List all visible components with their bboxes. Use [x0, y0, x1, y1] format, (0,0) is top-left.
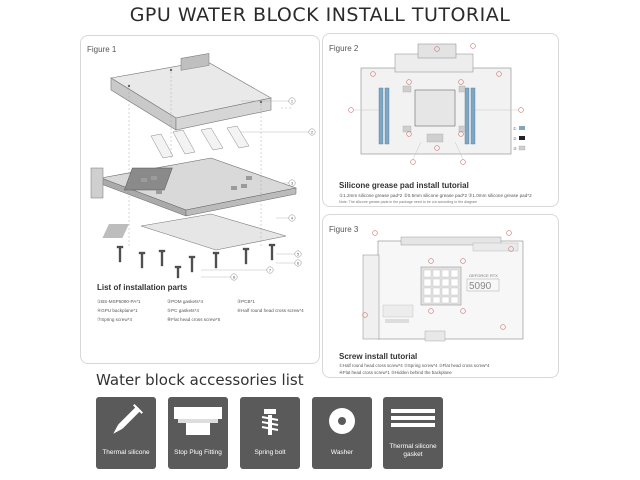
blue-pads-right	[464, 87, 476, 145]
blue-pads-left	[378, 87, 390, 145]
callout-text-4: 4	[291, 216, 294, 221]
screw-legend-line-1: ①Half round head cross screw*4 ②Spring s…	[339, 363, 490, 368]
callout-8	[230, 273, 238, 281]
figure-2-label: Figure 2	[329, 44, 359, 53]
accessory-card-thermal-gasket: Thermal silicone gasket	[383, 397, 443, 469]
accessory-card-washer: Washer	[312, 397, 372, 469]
swatch-label-2: ②	[513, 136, 517, 141]
accessory-label: Spring bolt	[254, 449, 286, 456]
figure-3-panel: Figure 3 GEFORCE RTX 5090 Screw in	[322, 214, 559, 378]
callout-3	[288, 179, 296, 187]
part-item: ②POM gaskets*4	[167, 299, 204, 304]
screw-install-diagram: GEFORCE RTX 5090	[362, 230, 524, 342]
swatch-label-1: ①	[513, 126, 517, 131]
syringe-icon	[113, 404, 143, 434]
accessory-label: Stop Plug Fitting	[174, 449, 222, 456]
swatch-label-3: ③	[513, 146, 517, 151]
washer-icon	[329, 408, 355, 434]
part-item: ③PCB*1	[237, 299, 255, 304]
callout-text-8: 8	[233, 275, 236, 280]
callout-7	[266, 266, 274, 274]
screws-illustration	[116, 243, 276, 279]
spring-bolt-icon	[261, 409, 279, 435]
part-item: ⑤PC gaskets*4	[167, 308, 199, 313]
grease-pad-legend: ①1.2mm silicone grease pad*2 ②0.5mm sili…	[339, 193, 532, 198]
part-item: ①BS-MSP5090-PA*1	[97, 299, 141, 304]
accessory-card-spring-bolt: Spring bolt	[240, 397, 300, 469]
screw-legend-line-2: ④Flat head cross screw*1 ⑤Hidden behind …	[339, 370, 452, 375]
pad-swatch-legend: ① ② ③	[513, 126, 526, 151]
parts-row: ⑦Spring screw*4 ⑧Flat head cross screw*5	[97, 315, 317, 324]
figure-1-label: Figure 1	[87, 45, 117, 54]
figure-3-label: Figure 3	[329, 225, 359, 234]
gasket-icon	[391, 409, 435, 427]
accessory-label: Washer	[330, 449, 354, 456]
callout-text-7: 7	[269, 268, 272, 273]
callout-text-5: 5	[297, 252, 300, 257]
screw-install-title: Screw install tutorial	[339, 352, 418, 361]
part-item: ⑥Half round head cross screw*4	[237, 308, 304, 313]
exploded-view-diagram: 1 2 3 4 5 6 7 8	[90, 53, 316, 281]
part-item: ⑧Flat head cross screw*5	[167, 317, 221, 322]
callout-text-6: 6	[297, 261, 300, 266]
accessory-label: Thermal silicone	[102, 449, 150, 456]
grease-pad-note: Note: The silicone grease pads in the pa…	[339, 200, 478, 204]
gasket-strips-illustration	[150, 125, 250, 159]
part-item: ④GPU backplane*1	[97, 308, 138, 313]
board-model-text: 5090	[469, 281, 492, 292]
pcb-illustration	[90, 157, 298, 217]
backplane-illustration	[102, 213, 287, 251]
parts-row: ①BS-MSP5090-PA*1 ②POM gaskets*4 ③PCB*1	[97, 297, 317, 306]
water-block-illustration	[110, 53, 272, 131]
callout-5	[294, 250, 302, 258]
callout-text-1: 1	[291, 99, 294, 104]
callout-text-3: 3	[291, 181, 294, 186]
grease-pad-diagram: ① ② ③	[348, 43, 526, 165]
callout-6	[294, 259, 302, 267]
part-item	[237, 315, 317, 324]
part-item: ⑦Spring screw*4	[97, 317, 133, 322]
accessory-card-thermal-silicone: Thermal silicone	[96, 397, 156, 469]
accessory-label: Thermal silicone gasket	[389, 443, 437, 458]
parts-list-title: List of installation parts	[97, 283, 188, 292]
parts-list: ①BS-MSP5090-PA*1 ②POM gaskets*4 ③PCB*1 ④…	[97, 297, 317, 324]
figure-2-panel: Figure 2	[322, 33, 559, 207]
page-title: GPU WATER BLOCK INSTALL TUTORIAL	[129, 4, 511, 26]
board-brand-text: GEFORCE RTX	[469, 273, 498, 278]
callout-text-2: 2	[311, 130, 314, 135]
callout-1	[288, 97, 296, 105]
callout-2	[308, 128, 316, 136]
parts-row: ④GPU backplane*1 ⑤PC gaskets*4 ⑥Half rou…	[97, 306, 317, 315]
grease-pad-title: Silicone grease pad install tutorial	[339, 181, 469, 190]
accessories-title: Water block accessories list	[96, 371, 304, 389]
figure-1-panel: Figure 1	[80, 35, 320, 364]
stop-plug-icon	[174, 407, 222, 435]
callout-4	[288, 214, 296, 222]
accessory-card-stop-plug: Stop Plug Fitting	[168, 397, 228, 469]
